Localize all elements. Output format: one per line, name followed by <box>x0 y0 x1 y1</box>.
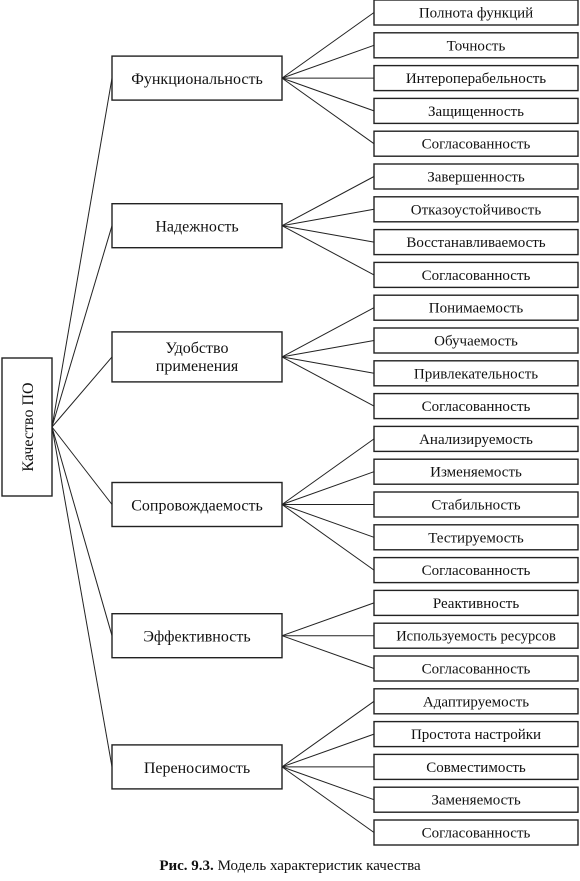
sub-characteristic-box <box>373 360 579 387</box>
sub-characteristic-label: Анализируемость <box>419 432 533 448</box>
sub-characteristic-label: Согласованность <box>422 563 531 579</box>
connector-line <box>281 733 375 768</box>
characteristic-label: Удобство <box>166 340 229 357</box>
sub-characteristic-label: Согласованность <box>422 399 531 415</box>
connector-line <box>281 44 375 79</box>
sub-characteristic-box <box>373 655 579 682</box>
sub-characteristic-label: Интероперабельность <box>406 71 546 87</box>
sub-characteristic-label: Тестируемость <box>428 530 524 546</box>
connector-line <box>281 602 375 637</box>
sub-characteristic-label: Адаптируемость <box>423 694 529 710</box>
sub-characteristic-label: Реактивность <box>433 596 520 612</box>
sub-characteristic-label: Используемость ресурсов <box>396 629 556 645</box>
sub-characteristic-box <box>373 458 579 485</box>
sub-characteristic-label: Привлекательность <box>414 366 538 382</box>
sub-characteristic-box <box>373 720 579 748</box>
connector-line <box>281 208 375 227</box>
root-connector-line <box>51 78 113 428</box>
connector-line <box>281 225 375 243</box>
sub-characteristic-box <box>373 327 579 354</box>
connector-line <box>281 77 375 112</box>
sub-characteristic-label: Обучаемость <box>434 334 518 350</box>
figure-number: Рис. 9.3. <box>159 858 214 874</box>
root-label: Качество ПО <box>20 382 37 471</box>
sub-characteristic-box <box>373 228 579 256</box>
sub-characteristic-label: Изменяемость <box>430 465 522 481</box>
characteristic-box <box>111 481 283 528</box>
sub-characteristic-label: Завершенность <box>427 170 525 186</box>
connector-line <box>281 12 375 79</box>
sub-characteristic-box <box>373 589 579 617</box>
connector-line <box>281 356 375 374</box>
characteristic-label: Сопровождаемость <box>131 498 263 515</box>
sub-characteristic-box <box>373 392 579 420</box>
sub-characteristic-box <box>373 524 579 551</box>
sub-characteristic-box <box>373 130 579 157</box>
characteristic-box <box>111 202 283 249</box>
characteristic-label: Эффективность <box>143 629 250 646</box>
connector-line <box>281 766 375 833</box>
connector-line <box>281 340 375 358</box>
root-box <box>1 357 53 497</box>
root-connector-line <box>51 426 113 636</box>
sub-characteristic-label: Отказоустойчивость <box>411 202 542 218</box>
characteristic-box <box>111 55 283 101</box>
sub-characteristic-box <box>373 261 579 289</box>
sub-characteristic-label: Согласованность <box>422 826 531 842</box>
sub-characteristic-label: Точность <box>447 38 506 54</box>
sub-characteristic-box <box>373 32 579 59</box>
characteristic-label: Надежность <box>155 219 238 236</box>
sub-characteristic-label: Согласованность <box>422 137 531 153</box>
connector-line <box>281 225 375 276</box>
sub-characteristic-box <box>373 556 579 584</box>
sub-characteristic-box <box>373 97 579 125</box>
sub-characteristic-box <box>373 64 579 92</box>
sub-characteristic-box <box>373 688 579 715</box>
connector-line <box>281 766 375 801</box>
root-connector-line <box>51 356 113 428</box>
sub-characteristic-box <box>373 163 579 190</box>
characteristic-box <box>111 331 283 383</box>
sub-characteristic-box <box>373 294 579 321</box>
figure-caption: Рис. 9.3. Модель характеристик качества <box>0 858 580 875</box>
root-connector-line <box>51 225 113 428</box>
connector-line <box>281 635 375 669</box>
root-connector-line <box>51 426 113 767</box>
sub-characteristic-box <box>373 491 579 518</box>
connector-line <box>281 504 375 571</box>
sub-characteristic-box <box>373 196 579 223</box>
sub-characteristic-label: Понимаемость <box>429 301 524 317</box>
connector-line <box>281 504 375 538</box>
sub-characteristic-label: Защищенность <box>428 104 524 120</box>
sub-characteristic-box <box>373 819 579 846</box>
connector-line <box>281 176 375 227</box>
connector-line <box>281 471 375 505</box>
sub-characteristic-label: Полнота функций <box>419 6 533 22</box>
connector-line <box>281 307 375 358</box>
sub-characteristic-label: Совместимость <box>426 760 526 776</box>
connector-line <box>281 700 375 768</box>
root-connector-line <box>51 426 113 505</box>
sub-characteristic-box <box>373 425 579 453</box>
sub-characteristic-label: Заменяемость <box>431 793 520 809</box>
sub-characteristic-box <box>373 753 579 781</box>
sub-characteristic-label: Восстанавливаемость <box>406 235 545 251</box>
sub-characteristic-box <box>373 0 579 26</box>
quality-model-diagram: Функциональность Полнота функцийТочностьИ… <box>1 0 579 846</box>
sub-characteristic-label: Согласованность <box>422 268 531 284</box>
sub-characteristic-label: Простота настройки <box>411 727 541 743</box>
sub-characteristic-label: Стабильность <box>431 498 520 514</box>
characteristic-label: Функциональность <box>131 71 263 88</box>
characteristic-label: Переносимость <box>144 760 250 777</box>
connector-line <box>281 356 375 407</box>
connector-line <box>281 77 375 145</box>
figure-caption-text: Модель характеристик качества <box>217 858 421 874</box>
sub-characteristic-box <box>373 622 579 649</box>
connector-line <box>281 438 375 505</box>
sub-characteristic-box <box>373 786 579 813</box>
characteristic-box <box>111 613 283 659</box>
sub-characteristic-label: Согласованность <box>422 662 531 678</box>
characteristic-label: применения <box>156 358 239 375</box>
